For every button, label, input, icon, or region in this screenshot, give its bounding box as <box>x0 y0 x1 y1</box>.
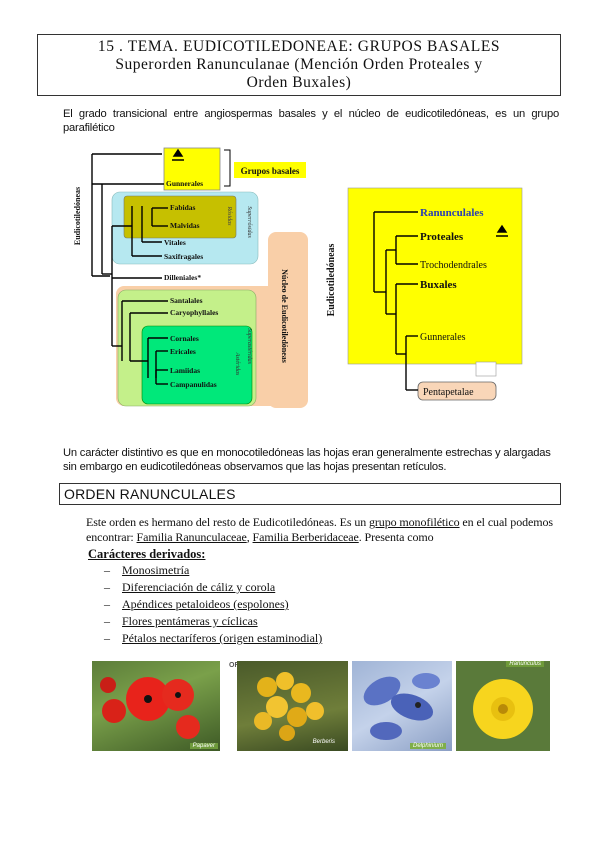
title-line-1: 15 . TEMA. EUDICOTILEDONEAE: GRUPOS BASA… <box>97 38 501 55</box>
title-line-2: Superorden Ranunculanae (Mención Orden P… <box>115 56 483 73</box>
dilleniales-label: Dilleniales* <box>164 273 201 282</box>
trochodendrales-label: Trochodendrales <box>420 260 487 271</box>
or-label: OR <box>229 662 240 669</box>
list-item: –Flores pentámeras y cíclicas <box>104 614 258 628</box>
photo-caption-berberis: Berberis <box>312 739 335 745</box>
derived-characters-list: –Monosimetría –Diferenciación de cáliz y… <box>104 563 322 648</box>
list-item: –Apéndices petaloideos (espolones) <box>104 597 289 611</box>
eudicot-cladogram: Grupos basales Eudicotiledóneas Gunneral… <box>73 147 308 408</box>
body-text-3: , <box>246 530 253 544</box>
asteridas-box <box>141 325 253 405</box>
delphinium-photo: Delphinium <box>352 661 452 751</box>
buxales-label: Buxales <box>420 279 457 291</box>
title-box: 15 . TEMA. EUDICOTILEDONEAE: GRUPOS BASA… <box>37 34 561 96</box>
grupos-basales-label-bg <box>234 162 306 178</box>
tree2-icon <box>496 224 508 237</box>
grupos-basales-label: Grupos basales <box>241 166 300 176</box>
eudicot-root-label: Eudicotiledóneas <box>73 187 82 245</box>
rosidas-box <box>123 195 237 239</box>
malvidas-label: Malvidas <box>170 221 200 230</box>
ranunculales-paragraph: Este orden es hermano del resto de Eudic… <box>86 515 562 545</box>
fabidas-label: Fabidas <box>170 203 196 212</box>
cornales-label: Cornales <box>170 334 199 343</box>
list-item: –Diferenciación de cáliz y corola <box>104 580 276 594</box>
lamiidas-label: Lamiidas <box>170 366 200 375</box>
body-text-2: en el cual podemos encontrar: <box>86 515 553 544</box>
basal-eudicot-cladogram: Eudicotiledóneas Ranunculales Proteales … <box>326 187 523 401</box>
title-line-3: Orden Buxales) <box>246 74 352 91</box>
body-text-1: Este orden es hermano del resto de Eudic… <box>86 515 370 529</box>
ranunculus-photo: Ranunculus <box>456 661 550 751</box>
list-item: –Monosimetría <box>104 563 190 577</box>
section-heading: ORDEN RANUNCULALES <box>64 486 236 502</box>
nucleo-label: Núcleo de Eudicotiledóneas <box>280 269 289 363</box>
tree2-connector <box>475 361 497 377</box>
caryophyllales-label: Caryophyllales <box>170 308 218 317</box>
superasteridas-label: Superastéridas <box>246 328 252 365</box>
list-item: –Pétalos nectaríferos (origen estaminodi… <box>104 631 323 645</box>
photo-caption-papaver: Papaver <box>189 743 218 749</box>
derivados-heading: Carácteres derivados: <box>88 547 206 561</box>
section-heading-box: ORDEN RANUNCULALES <box>59 483 561 505</box>
pentapetalae-box <box>417 381 497 401</box>
body-text-4: . Presenta como <box>358 530 434 544</box>
tree2-root-label: Eudicotiledóneas <box>326 244 337 317</box>
tree-icon <box>172 148 184 161</box>
gunnerales-label: Gunnerales <box>166 179 203 188</box>
photo-caption-ranunculus: Ranunculus <box>506 661 544 667</box>
familia-berberidaceae-text: Familia Berberidaceae <box>252 530 359 544</box>
tree2-bg <box>347 187 523 365</box>
intro-paragraph: El grado transicional entre angiospermas… <box>63 108 559 134</box>
papaver-photo: Papaver <box>92 661 220 751</box>
proteales-label: Proteales <box>420 231 464 243</box>
superrosidas-label: Superrósidas <box>246 206 252 238</box>
tree2-gunnerales-label: Gunnerales <box>420 332 466 343</box>
grupo-monofiletico-text: grupo monofilético <box>369 515 460 529</box>
saxifragales-label: Saxifragales <box>164 252 203 261</box>
familia-ranunculaceae-text: Familia Ranunculaceae <box>136 530 247 544</box>
pentapetalae-label: Pentapetalae <box>423 387 474 398</box>
ranunculales-label: Ranunculales <box>420 207 484 219</box>
asteridas-label: Astéridas <box>234 352 240 376</box>
ericales-label: Ericales <box>170 347 196 356</box>
photo-caption-delphinium: Delphinium <box>409 743 446 749</box>
vitales-label: Vitales <box>164 238 186 247</box>
berberis-photo: Berberis <box>237 661 348 751</box>
santalales-label: Santalales <box>170 296 203 305</box>
rosidas-label: Rósidas <box>226 205 232 226</box>
campanulidas-label: Campanulidas <box>170 380 217 389</box>
leaf-character-paragraph: Un carácter distintivo es que en monocot… <box>63 447 551 473</box>
gunnerales-box <box>163 147 221 191</box>
